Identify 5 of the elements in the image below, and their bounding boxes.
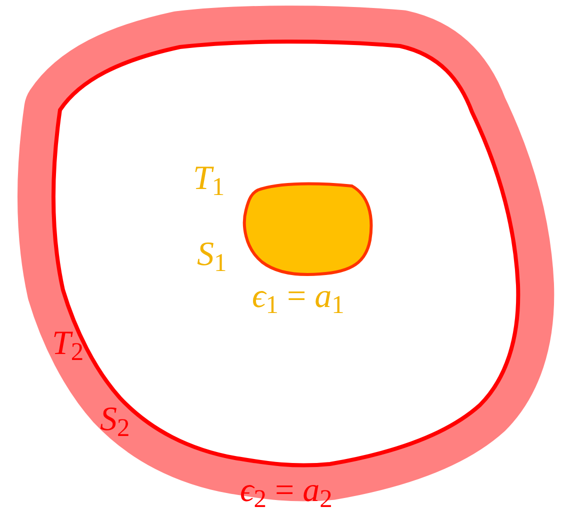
- math-label: T$_{1}$: [193, 162, 225, 196]
- math-label: S$_{1}$: [197, 238, 227, 272]
- math-label: T$_{2}$: [52, 327, 84, 361]
- math-label: S$_{2}$: [100, 403, 130, 437]
- math-label: ϵ$_{1}$ = a$_{1}$: [252, 280, 344, 314]
